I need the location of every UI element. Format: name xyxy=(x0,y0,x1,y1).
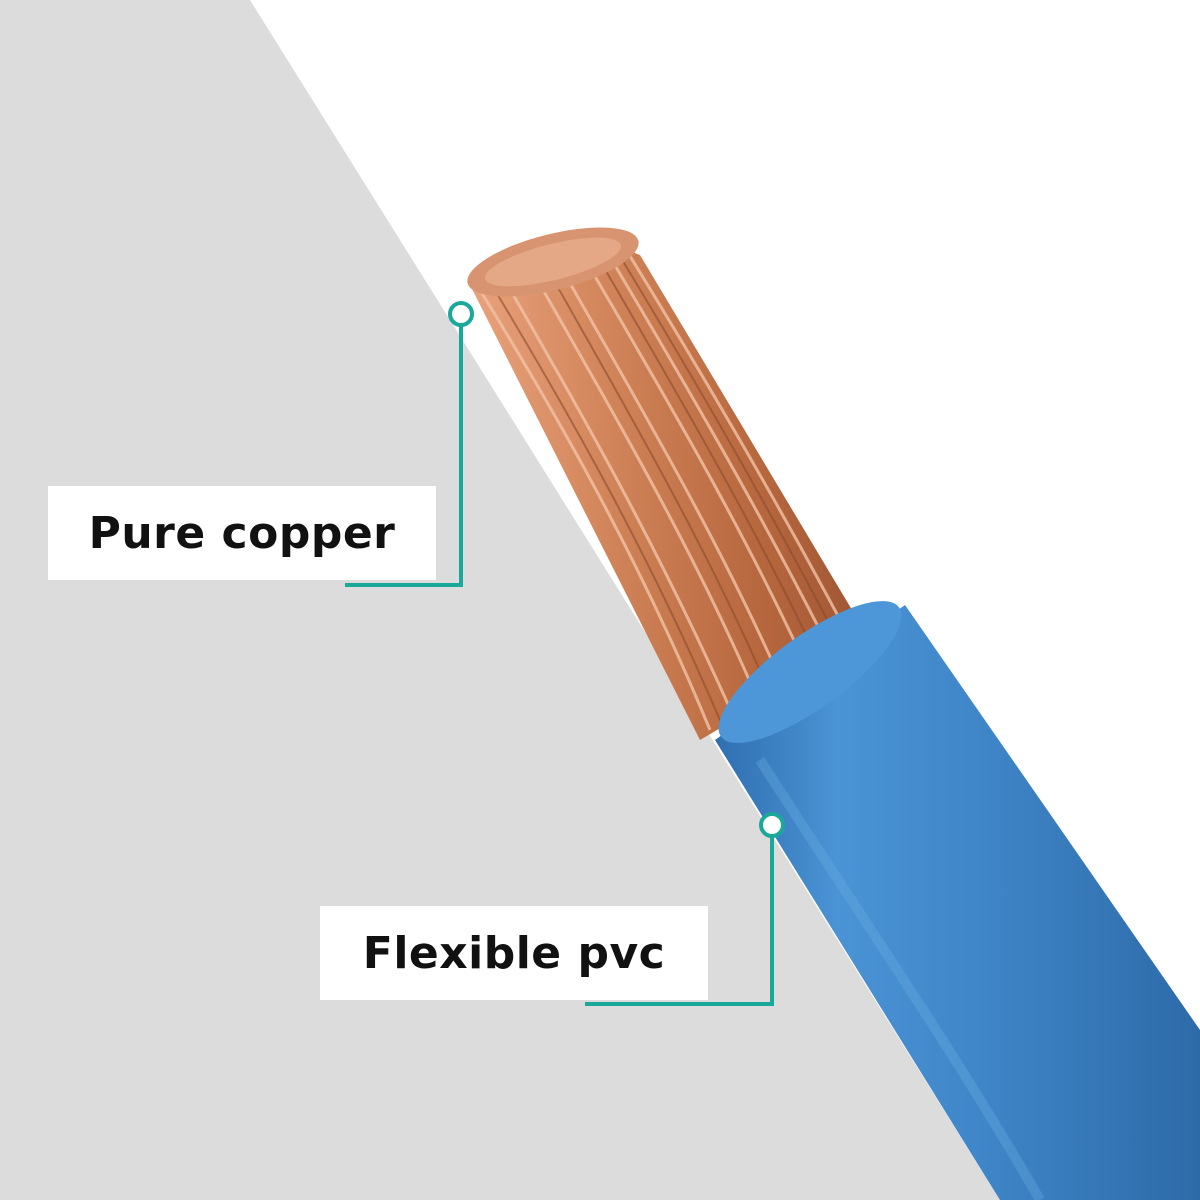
callout-pvc-line xyxy=(585,837,774,1006)
label-pure-copper: Pure copper xyxy=(48,486,436,580)
callout-copper-line xyxy=(345,326,463,587)
callout-pvc-dot xyxy=(759,812,785,838)
label-pure-copper-text: Pure copper xyxy=(88,507,396,559)
label-flexible-pvc-text: Flexible pvc xyxy=(362,927,666,979)
label-flexible-pvc: Flexible pvc xyxy=(320,906,708,1000)
copper-strands xyxy=(467,227,870,740)
pvc-insulation xyxy=(715,601,1200,1200)
background-gray-region xyxy=(0,0,1000,1200)
callout-copper-dot xyxy=(448,301,474,327)
